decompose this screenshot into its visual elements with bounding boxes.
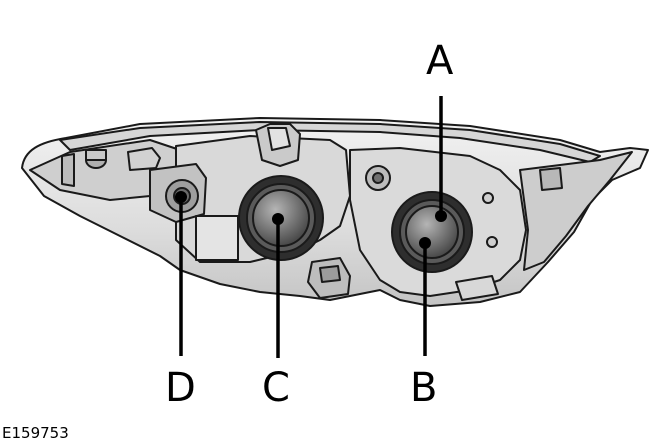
lower-connector-clip bbox=[319, 265, 341, 283]
lower-tab bbox=[455, 275, 499, 301]
leader-c-dot bbox=[272, 213, 284, 225]
leader-d-dot bbox=[175, 191, 187, 203]
leader-b-dot bbox=[419, 237, 431, 249]
tail-vent bbox=[539, 167, 563, 191]
callout-d: D bbox=[165, 365, 196, 411]
boss-2 bbox=[486, 236, 498, 248]
callout-c: C bbox=[262, 365, 290, 411]
left-ridge bbox=[61, 153, 75, 187]
bulb-ab-face bbox=[405, 205, 459, 259]
reference-code: E159753 bbox=[2, 424, 69, 442]
side-bulb-core bbox=[372, 172, 384, 184]
callout-leaders bbox=[175, 96, 447, 358]
callout-a: A bbox=[426, 38, 454, 84]
leader-a-dot bbox=[435, 210, 447, 222]
top-bracket bbox=[127, 147, 161, 171]
adjuster-post-stem bbox=[85, 149, 107, 161]
headlamp-housing bbox=[21, 117, 649, 307]
connector-clip bbox=[267, 127, 291, 151]
tail-fin bbox=[519, 151, 633, 271]
boss-1 bbox=[482, 192, 494, 204]
callout-b: B bbox=[410, 365, 437, 411]
label-plate bbox=[195, 215, 239, 261]
